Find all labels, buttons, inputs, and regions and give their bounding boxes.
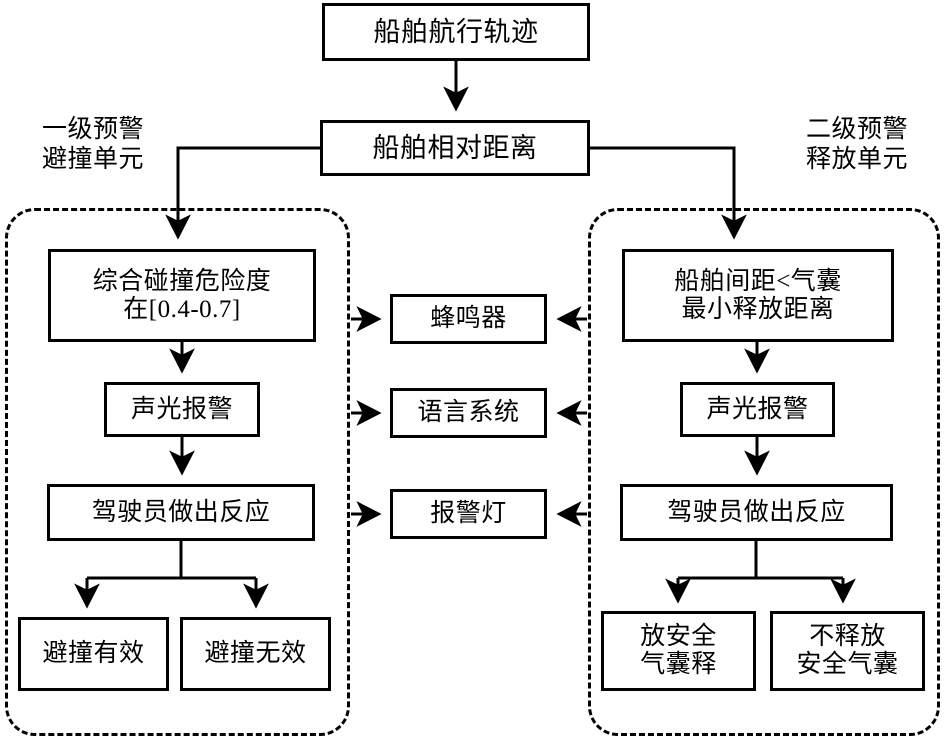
node-left-audio-visual-alarm: 声光报警 <box>104 382 260 437</box>
node-right-driver-reaction: 驾驶员做出反应 <box>620 484 893 541</box>
node-left-collision-risk-condition: 综合碰撞危险度 在[0.4-0.7] <box>48 249 316 342</box>
label-level-one-warning-unit: 一级预警 避撞单元 <box>41 116 144 173</box>
node-right-airbag-distance-condition: 船舶间距<气囊 最小释放距离 <box>622 249 894 342</box>
node-ship-navigation-track: 船舶航行轨迹 <box>322 3 590 61</box>
label-level-two-release-unit: 二级预警 释放单元 <box>805 116 908 173</box>
node-right-release-airbag: 放安全 气囊释 <box>601 611 756 691</box>
node-ship-relative-distance: 船舶相对距离 <box>320 120 590 176</box>
node-right-audio-visual-alarm: 声光报警 <box>680 382 835 437</box>
node-alarm-lamp: 报警灯 <box>390 489 547 539</box>
node-left-collision-avoidance-effective: 避撞有效 <box>18 617 169 691</box>
node-buzzer: 蜂鸣器 <box>390 294 547 344</box>
node-right-no-release-airbag: 不释放 安全气囊 <box>770 611 925 691</box>
group-level-two-release-unit <box>588 208 940 736</box>
node-left-driver-reaction: 驾驶员做出反应 <box>47 484 315 541</box>
node-left-collision-avoidance-ineffective: 避撞无效 <box>180 617 331 691</box>
group-level-one-warning-unit <box>5 208 350 736</box>
node-voice-system: 语言系统 <box>390 388 547 438</box>
